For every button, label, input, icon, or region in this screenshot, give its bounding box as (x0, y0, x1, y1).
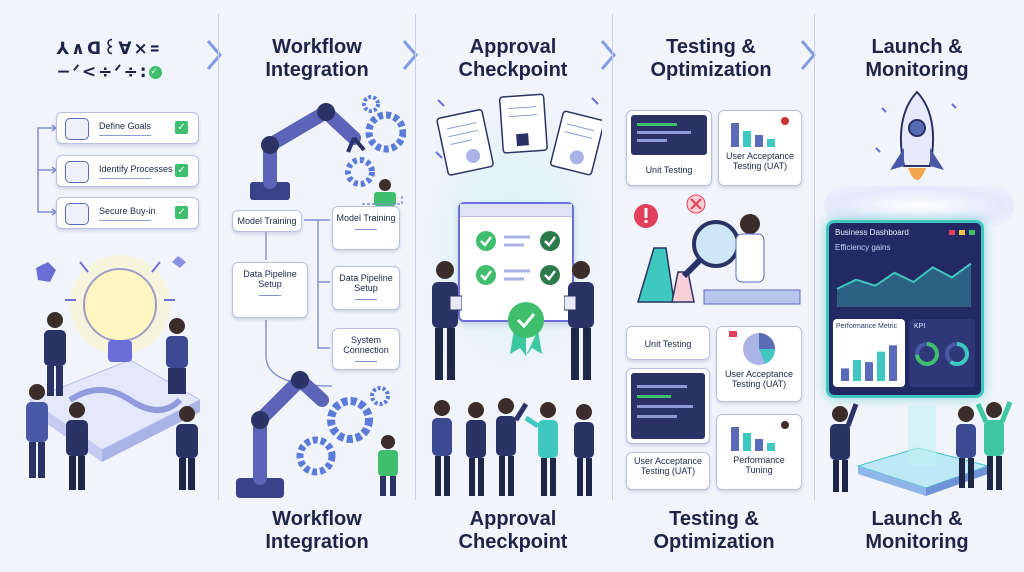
efficiency-label: Efficiency gains (835, 243, 891, 252)
kpi-gauge-icon (915, 342, 969, 366)
handshake-icon (65, 203, 89, 225)
check-icon: ✓ (175, 164, 188, 177)
performance-bar-chart (841, 345, 897, 381)
column-title-top: Launch & Monitoring (865, 36, 969, 81)
column-title-top: Workflow Integration (265, 36, 369, 81)
card-performance-tuning: Performance Tuning (716, 414, 802, 490)
check-icon: ✓ (148, 65, 162, 79)
check-icon: ✓ (175, 121, 188, 134)
card-model-training-left: Model Training (232, 210, 302, 232)
person-figure (66, 402, 88, 490)
approval-badge-icon (508, 302, 544, 356)
chevron-right-icon (206, 40, 222, 70)
column-title-bottom: Testing & Optimization (653, 508, 775, 553)
person-figure (44, 312, 66, 396)
title-line-1: ⅄∧ꓷ꒰ꓯ×꓿ (56, 39, 162, 59)
card-label: System Connection (343, 335, 389, 355)
goal-card-identify-processes: Identify Processes ✓ (56, 155, 199, 187)
person-with-clipboard (432, 261, 462, 380)
team-celebration-illustration (432, 398, 594, 496)
cloud-glow (824, 186, 1014, 226)
window-controls (949, 230, 975, 235)
person-figure (176, 406, 198, 490)
column-title-top: Approval Checkpoint (458, 36, 568, 81)
performance-bar (889, 345, 897, 381)
kpi-label: KPI (914, 323, 926, 330)
card-data-pipeline-right: Data Pipeline Setup (332, 266, 400, 310)
rocket-icon (875, 90, 957, 180)
bar-chart-icon (731, 421, 789, 451)
bar-chart-icon (731, 117, 789, 147)
card-label: Data Pipeline Setup (243, 269, 297, 289)
column-planning: ⅄∧ꓷ꒰ꓯ×꓿ −ᐟ<÷ᐟ÷:✓ Define Goals ✓ Identify… (0, 0, 215, 572)
business-dashboard: Business Dashboard Efficiency gains Perf… (826, 220, 984, 398)
team-celebration-illustration (830, 401, 1013, 496)
performance-bar (841, 368, 849, 381)
card-label: User Acceptance Testing (UAT) (724, 369, 794, 389)
goal-label: Define Goals (99, 121, 152, 131)
column-title-bottom: Workflow Integration (265, 508, 369, 553)
column-approval-checkpoint: Approval Checkpoint Approval Checkpoint (418, 0, 608, 572)
card-code-window (626, 368, 710, 444)
person-figure (166, 318, 188, 394)
column-title-bottom: Approval Checkpoint (458, 508, 568, 553)
goal-label: Secure Buy-in (99, 206, 156, 216)
card-uat-mid: User Acceptance Testing (UAT) (716, 326, 802, 402)
robot-arm-illustration (236, 370, 398, 498)
person-figure (26, 384, 48, 478)
chevron-right-icon (402, 40, 418, 70)
card-system-connection: System Connection (332, 328, 400, 370)
card-model-training-right: Model Training (332, 206, 400, 250)
card-unit-testing-mid: Unit Testing (626, 326, 710, 360)
card-label: Unit Testing (644, 339, 692, 349)
performance-panel: Performance Metric (833, 319, 905, 387)
card-unit-testing-top: Unit Testing (626, 110, 712, 186)
efficiency-area (837, 263, 971, 307)
performance-bar (853, 360, 861, 381)
chevron-right-icon (600, 40, 616, 70)
efficiency-line-chart (836, 262, 972, 307)
column-title-top: Testing & Optimization (650, 36, 772, 81)
card-label: Data Pipeline Setup (339, 273, 393, 293)
person-with-laptop (374, 179, 396, 206)
column-title-bottom: Launch & Monitoring (865, 508, 969, 553)
goal-card-define-goals: Define Goals ✓ (56, 112, 199, 144)
performance-bar (865, 362, 873, 381)
performance-label: Performance Metric (836, 323, 898, 330)
efficiency-line (836, 262, 972, 290)
column-testing-optimization: Testing & Optimization Unit Testing User… (616, 0, 812, 572)
robot-arm-illustration (250, 95, 406, 200)
pie-chart-icon (729, 331, 776, 365)
workflow-connector-lines (265, 196, 403, 387)
lightbulb-planning-illustration (28, 255, 202, 462)
card-label: Performance Tuning (733, 455, 785, 475)
magnifier-scientist-illustration (634, 194, 801, 305)
check-icon: ✓ (175, 206, 188, 219)
goal-card-secure-buy-in: Secure Buy-in ✓ (56, 197, 199, 229)
card-label: Model Training (336, 213, 396, 223)
card-label: Unit Testing (645, 165, 693, 175)
card-label: Model Training (237, 216, 297, 226)
column-workflow-integration: Workflow Integration Model Training Mode… (222, 0, 412, 572)
card-uat-bottom: User Acceptance Testing (UAT) (626, 452, 710, 490)
performance-bar (877, 351, 885, 381)
chevron-right-icon (800, 40, 816, 70)
card-label: User Acceptance Testing (UAT) (633, 456, 703, 476)
card-uat-top: User Acceptance Testing (UAT) (718, 110, 802, 186)
approval-documents-illustration (435, 93, 602, 176)
card-label: User Acceptance Testing (UAT) (725, 151, 795, 171)
title-line-2: −ᐟ<÷ᐟ÷: (56, 62, 149, 82)
kpi-panel: KPI (909, 319, 975, 387)
person-with-clipboard (564, 261, 594, 380)
column-title-top: ⅄∧ꓷ꒰ꓯ×꓿ −ᐟ<÷ᐟ÷:✓ (14, 38, 204, 84)
card-data-pipeline-left: Data Pipeline Setup (232, 262, 308, 318)
process-icon (65, 161, 89, 183)
target-icon (65, 118, 89, 140)
dashboard-title: Business Dashboard (835, 228, 909, 237)
column-launch-monitoring: Launch & Monitoring Business Dashboard E… (818, 0, 1018, 572)
goal-label: Identify Processes (99, 164, 173, 174)
